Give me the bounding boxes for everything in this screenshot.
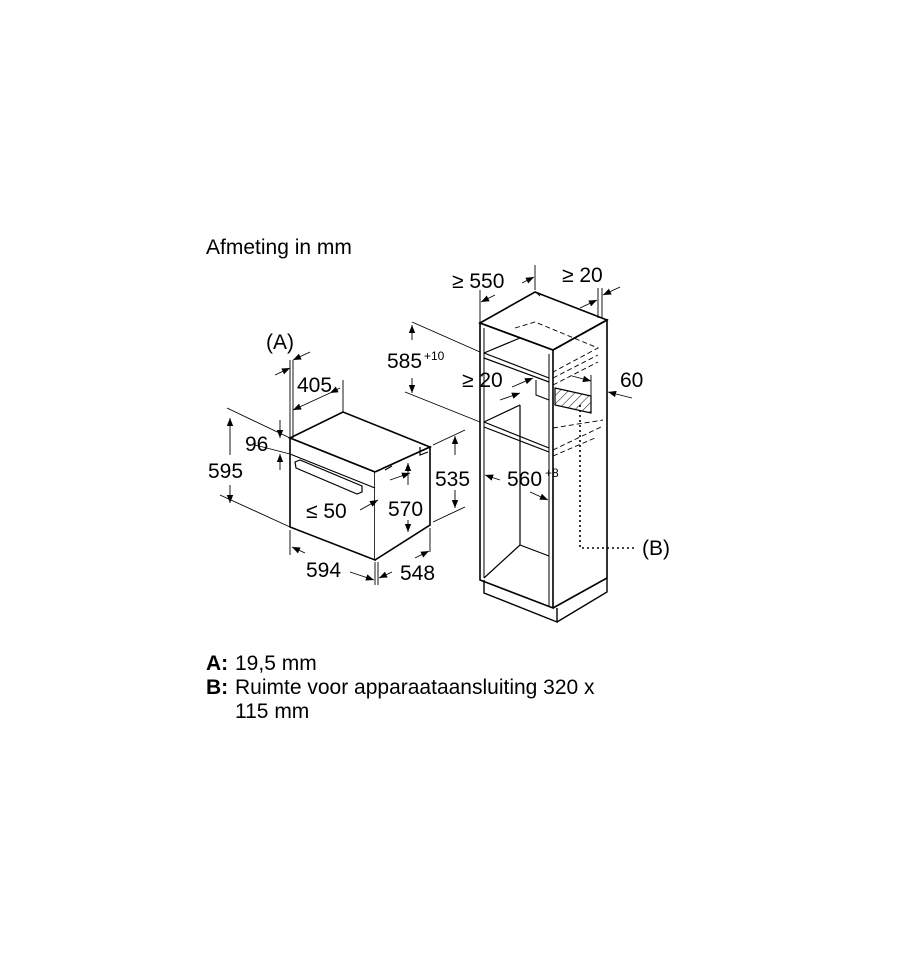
cabinet-dimension-lines bbox=[404, 265, 633, 501]
oven-drawing bbox=[288, 411, 433, 562]
cabinet-drawing bbox=[478, 291, 609, 624]
dim-le-50: ≤ 50 bbox=[306, 500, 347, 523]
legend-key: B: bbox=[206, 676, 229, 699]
connection-space-b bbox=[554, 387, 637, 549]
dim-ge-550: ≥ 550 bbox=[452, 270, 504, 293]
legend-item-b: B:Ruimte voor apparaataansluiting 320 x … bbox=[206, 676, 595, 724]
cabinet-hidden-lines bbox=[514, 321, 604, 457]
dim-405: 405 bbox=[297, 374, 332, 397]
dim-ge-20-top: ≥ 20 bbox=[562, 264, 603, 287]
dim-585: 585 bbox=[387, 350, 422, 373]
legend-item-a: A: 19,5 mm bbox=[206, 652, 317, 676]
diagram-title: Afmeting in mm bbox=[206, 236, 352, 259]
dim-585-tolerance: +10 bbox=[424, 349, 445, 363]
legend-key: A: bbox=[206, 652, 229, 675]
oven-dimension-lines bbox=[219, 351, 466, 585]
dim-560-tolerance: +8 bbox=[545, 466, 559, 480]
dim-560: 560 bbox=[507, 468, 542, 491]
dim-595: 595 bbox=[208, 460, 243, 483]
dim-ge-20-inner: ≥ 20 bbox=[462, 369, 503, 392]
dim-96: 96 bbox=[245, 433, 268, 456]
label-a: (A) bbox=[266, 331, 294, 354]
dim-60: 60 bbox=[620, 369, 643, 392]
legend-text: 19,5 mm bbox=[235, 652, 317, 675]
dim-548: 548 bbox=[400, 562, 435, 585]
legend-text: Ruimte voor apparaataansluiting 320 x bbox=[235, 676, 595, 699]
dim-570: 570 bbox=[388, 498, 423, 521]
dim-594: 594 bbox=[306, 559, 341, 582]
legend-text-continued: 115 mm bbox=[235, 700, 310, 723]
label-b: (B) bbox=[642, 537, 670, 560]
dim-535: 535 bbox=[435, 468, 470, 491]
